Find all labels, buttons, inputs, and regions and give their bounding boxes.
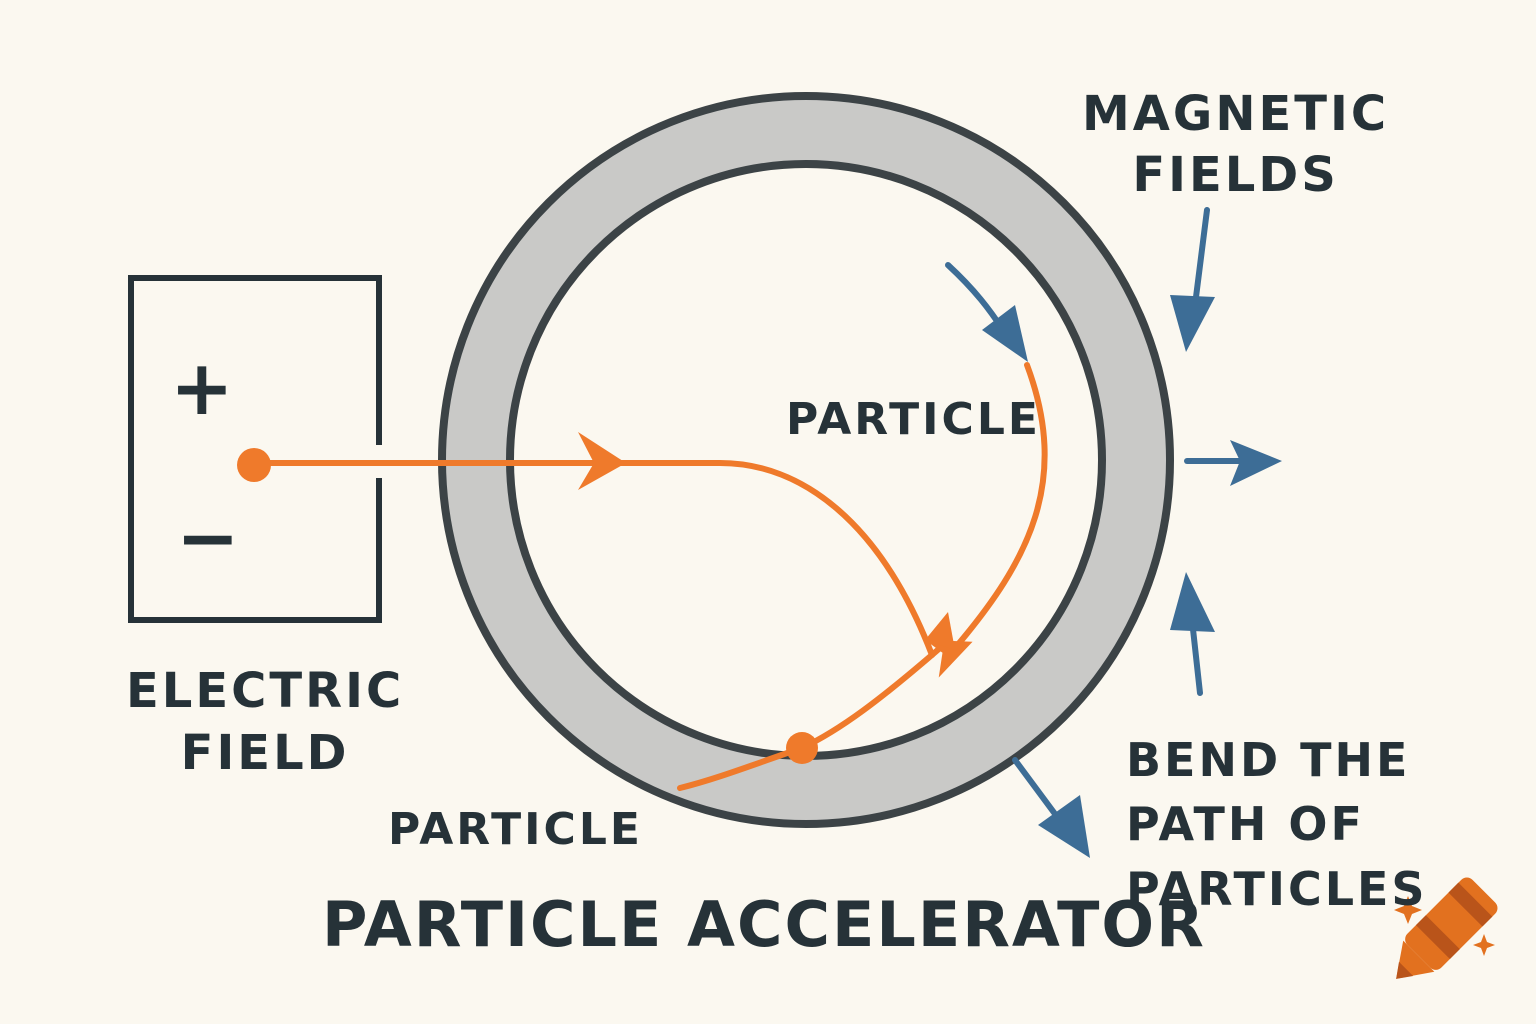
particle-label-inner: PARTICLE [786,394,1041,445]
arrow-icon [1012,757,1061,821]
arrowhead-icon [1230,440,1282,486]
magnetic-arrowheads [982,295,1282,858]
particle-path-curved [952,362,1048,651]
electric-field-label: ELECTRIC FIELD [126,663,405,782]
arrowhead-icon [578,432,626,490]
arrow-icon [945,262,1006,333]
particle-arrowheads [578,432,973,678]
electric-field-box [128,275,382,623]
bend-path-label: BEND THE PATH OF PARTICLES [1126,733,1428,916]
particle-dot [786,732,818,764]
sparkle-icon [1394,896,1495,956]
arrowhead-icon [925,612,955,650]
field-box-frame [128,275,382,623]
particle-label-outer: PARTICLE [388,804,643,855]
arrowhead-icon [982,305,1028,362]
arrowhead-icon [1170,295,1215,352]
diagram-title: PARTICLE ACCELERATOR [322,888,1206,961]
crayon-icon [1396,877,1498,979]
arrowhead-icon [1038,795,1090,858]
minus-symbol: − [176,493,240,582]
particle-path-injection [251,460,935,658]
arrow-icon [1192,207,1210,308]
arrow-icon [1189,617,1203,696]
arrowhead-icon [1170,572,1215,632]
particle-source-dot [237,448,271,482]
arrowhead-icon [925,639,973,678]
magnetic-fields-label: MAGNETIC FIELDS [1082,86,1390,204]
plus-symbol: + [170,343,234,432]
